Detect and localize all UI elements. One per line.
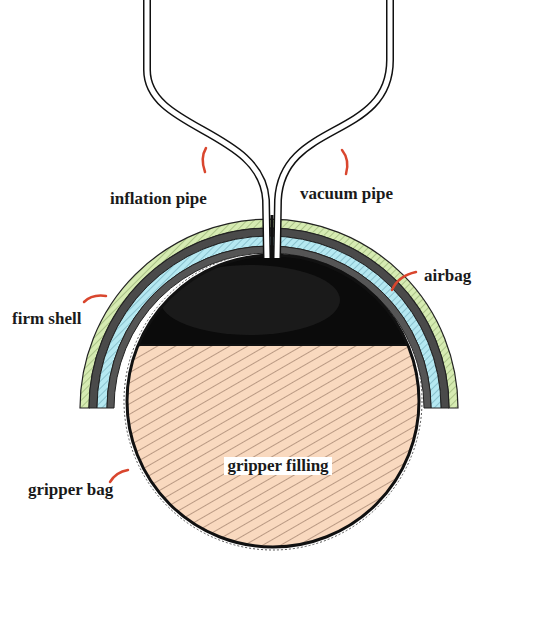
part-label: firm shell (12, 310, 81, 329)
leader-lines (84, 148, 416, 482)
part-label: airbag (424, 267, 471, 286)
part-label: gripper filling (224, 457, 331, 476)
part-label: gripper bag (28, 481, 113, 500)
gripper-bag (127, 255, 419, 547)
part-label: inflation pipe (110, 190, 207, 209)
part-label: vacuum pipe (300, 185, 393, 204)
pipes (147, 0, 390, 258)
